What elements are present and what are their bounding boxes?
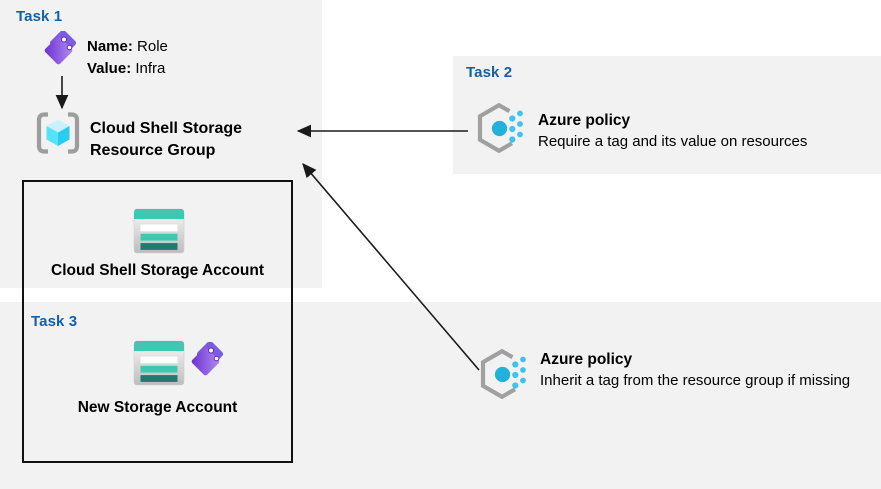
azure-policy-icon (476, 103, 524, 153)
resource-group-label-line1: Cloud Shell Storage (90, 120, 243, 137)
tag-name-value-text: Role (137, 38, 168, 55)
inherit-policy-title: Azure policy (540, 351, 633, 368)
resource-group-label-line2: Resource Group (90, 142, 216, 159)
task2-heading: Task 2 (466, 64, 513, 81)
require-policy-desc: Require a tag and its value on resources (538, 133, 808, 150)
tag-value-label: Value: (87, 60, 132, 77)
storage-account-icon (133, 208, 185, 254)
require-policy-title: Azure policy (538, 112, 631, 129)
tag-name-label: Name: (87, 38, 133, 55)
resource-group-container (22, 180, 293, 463)
require-policy-text: Azure policy Require a tag and its value… (538, 110, 807, 152)
tag-value-value-text: Infra (135, 60, 166, 77)
task3-heading: Task 3 (31, 313, 78, 330)
storage-account-icon (133, 340, 185, 386)
cloud-shell-storage-account-label: Cloud Shell Storage Account (51, 262, 264, 279)
tag-value-line: Value:Infra (87, 58, 168, 80)
inherit-policy-text: Azure policy Inherit a tag from the reso… (540, 349, 850, 391)
task2-panel (453, 56, 881, 174)
tag-name-line: Name:Role (87, 36, 168, 58)
task1-heading: Task 1 (16, 8, 63, 25)
tag-name-value: Name:Role Value:Infra (87, 36, 168, 80)
resource-group-icon (33, 109, 83, 159)
tag-icon (191, 342, 227, 380)
tag-icon (44, 31, 80, 69)
azure-policy-icon (479, 349, 527, 399)
new-storage-account-label: New Storage Account (77, 399, 238, 416)
resource-group-label: Cloud Shell Storage Resource Group (90, 118, 242, 162)
inherit-policy-desc: Inherit a tag from the resource group if… (540, 372, 851, 389)
